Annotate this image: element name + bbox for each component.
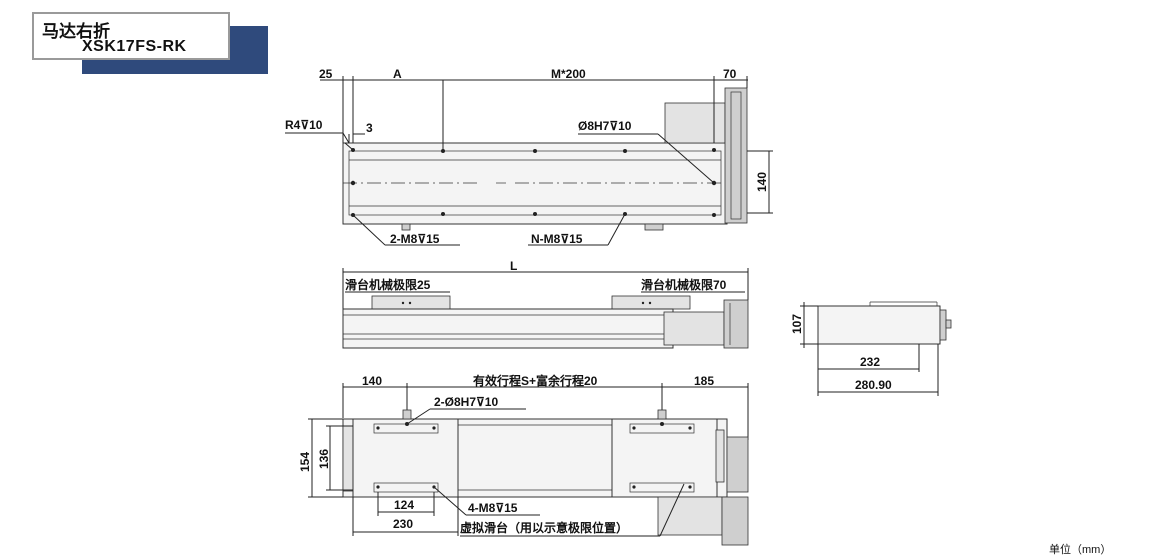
- bottom-motor: [657, 496, 723, 536]
- dim-140: 140: [755, 172, 769, 192]
- end-view: 107 232 280.90: [790, 301, 952, 396]
- end-body: [817, 305, 941, 345]
- top-body: [342, 142, 728, 225]
- dim-a: A: [393, 67, 402, 81]
- dim-185: 185: [694, 374, 714, 388]
- side-motor-flange: [723, 299, 749, 349]
- limit-right-label: 滑台机械极限70: [641, 277, 727, 292]
- stroke-label: 有效行程S+富余行程20: [473, 373, 598, 388]
- dim-140-bottom: 140: [362, 374, 382, 388]
- side-view: L 滑台机械极限25 滑台机械极限70: [342, 259, 749, 349]
- dim-232: 232: [860, 355, 880, 369]
- hole-4m8-label: 4-M8⊽15: [468, 501, 518, 515]
- dim-230: 230: [393, 517, 413, 531]
- title-model: XSK17FS-RK: [82, 38, 187, 55]
- side-motor: [663, 311, 725, 346]
- hole-8h7-label: Ø8H7⊽10: [578, 119, 632, 133]
- hole-mark: [533, 212, 537, 216]
- dim-28090: 280.90: [855, 378, 892, 392]
- dim-136: 136: [317, 449, 331, 469]
- hole-mark: [441, 212, 445, 216]
- side-body: [342, 308, 674, 349]
- bottom-view: 140 有效行程S+富余行程20 185 2-Ø8H7⊽10: [298, 373, 749, 546]
- dim-25: 25: [319, 67, 333, 81]
- unit-label: 单位（mm）: [1049, 544, 1112, 556]
- bottom-motor-flange: [726, 436, 749, 493]
- dim-124: 124: [394, 498, 414, 512]
- dim-3: 3: [366, 121, 373, 135]
- dim-l: L: [510, 259, 517, 273]
- hole-mark: [533, 149, 537, 153]
- hole-mark: [350, 180, 356, 186]
- top-view: 25 A M*200 70 R4⊽10 3 Ø8H7⊽10 140 2-M8⊽1…: [285, 67, 773, 246]
- hole-mark: [623, 149, 627, 153]
- limit-left-label: 滑台机械极限25: [345, 277, 431, 292]
- hole-mark: [712, 148, 716, 152]
- title-box: 马达右折 XSK17FS-RK: [32, 12, 230, 60]
- dim-154: 154: [298, 452, 312, 472]
- hole-2-8h7-label: 2-Ø8H7⊽10: [434, 395, 498, 409]
- hole-mark: [712, 213, 716, 217]
- r4-label: R4⊽10: [285, 118, 323, 132]
- hole-2m8-label: 2-M8⊽15: [390, 232, 440, 246]
- dim-70: 70: [723, 67, 737, 81]
- top-motor-flange: [724, 87, 748, 224]
- dim-m200: M*200: [551, 67, 586, 81]
- hole-nm8-label: N-M8⊽15: [531, 232, 583, 246]
- dim-107: 107: [790, 314, 804, 334]
- virtual-carriage-note: 虚拟滑台（用以示意极限位置）: [460, 520, 628, 535]
- bottom-carriage-right: [611, 418, 718, 498]
- bottom-carriage-left: [352, 418, 459, 498]
- top-motor-upper: [664, 102, 726, 144]
- title-name: 马达右折: [42, 22, 110, 41]
